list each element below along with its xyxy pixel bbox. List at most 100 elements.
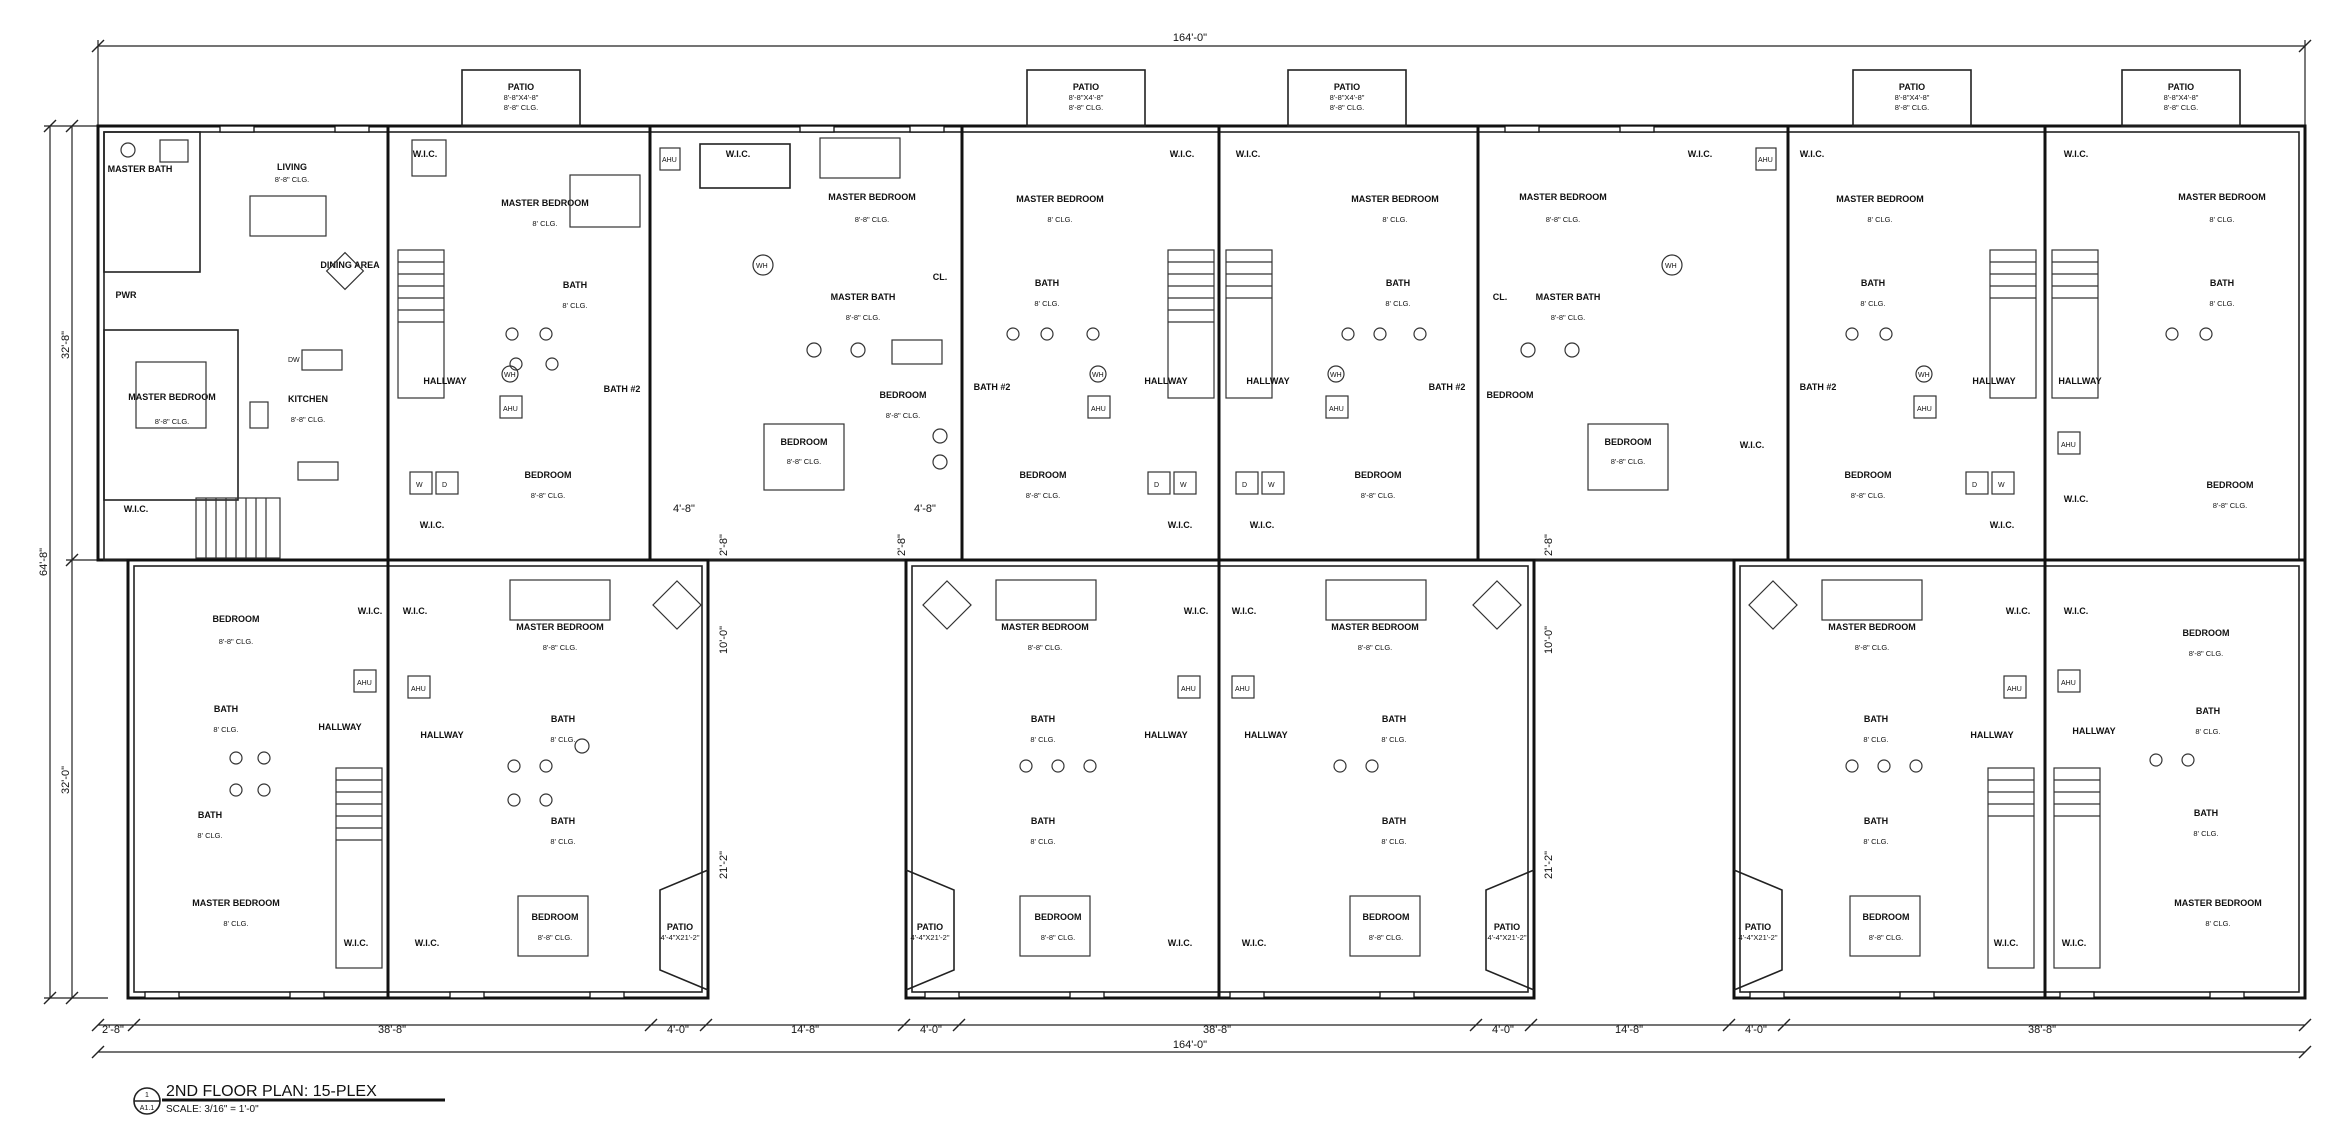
svg-text:8' CLG.: 8' CLG.: [1030, 837, 1055, 846]
unit-lower-1: BEDROOM 8'-8" CLG. W.I.C. AHU BATH 8' CL…: [192, 606, 383, 969]
svg-text:W.I.C.: W.I.C.: [1242, 938, 1267, 948]
svg-text:8'-8" CLG.: 8'-8" CLG.: [2164, 103, 2199, 112]
svg-text:8'-8" CLG.: 8'-8" CLG.: [1369, 933, 1404, 942]
top-overall-dimension: 164'-0": [91, 32, 2312, 125]
patio-5: PATIO 8'-8"X4'-8" 8'-8" CLG.: [2121, 69, 2241, 127]
svg-text:8'-8" CLG.: 8'-8" CLG.: [1869, 933, 1904, 942]
svg-text:BEDROOM: BEDROOM: [1605, 437, 1652, 447]
svg-text:CL.: CL.: [933, 272, 948, 282]
svg-text:4'-4"X21'-2": 4'-4"X21'-2": [660, 933, 699, 942]
unit-upper-3: AHU W.I.C. MASTER BEDROOM 8'-8" CLG. WH …: [659, 137, 948, 491]
svg-text:PWR: PWR: [116, 290, 137, 300]
top-patios: PATIO 8'-8"X4'-8" 8'-8" CLG. PATIO 8'-8"…: [461, 69, 2241, 127]
svg-text:W.I.C.: W.I.C.: [2062, 938, 2087, 948]
svg-text:MASTER BEDROOM: MASTER BEDROOM: [501, 198, 589, 208]
left-upper-dim-text: 32'-8": [60, 331, 72, 359]
svg-text:W.I.C.: W.I.C.: [1184, 606, 1209, 616]
svg-text:BEDROOM: BEDROOM: [532, 912, 579, 922]
svg-text:8' CLG.: 8' CLG.: [550, 837, 575, 846]
svg-text:AHU: AHU: [662, 157, 677, 164]
bottom-windows: [144, 991, 2245, 999]
svg-text:8'-8" CLG.: 8'-8" CLG.: [1546, 215, 1581, 224]
sheet-number: A1.1: [140, 1105, 155, 1112]
svg-text:W.I.C.: W.I.C.: [403, 606, 428, 616]
svg-text:PATIO: PATIO: [1899, 82, 1925, 92]
svg-text:MASTER BEDROOM: MASTER BEDROOM: [2178, 192, 2266, 202]
svg-text:W.I.C.: W.I.C.: [2064, 494, 2089, 504]
svg-text:8' CLG.: 8' CLG.: [1860, 299, 1885, 308]
bottom-dim-2: 38'-8": [378, 1024, 406, 1036]
svg-text:W.I.C.: W.I.C.: [1170, 149, 1195, 159]
svg-text:BATH #2: BATH #2: [1800, 382, 1837, 392]
svg-text:8' CLG.: 8' CLG.: [197, 831, 222, 840]
svg-text:HALLWAY: HALLWAY: [1244, 730, 1287, 740]
svg-text:WH: WH: [1330, 372, 1342, 379]
svg-text:8'-8" CLG.: 8'-8" CLG.: [1041, 933, 1076, 942]
svg-text:8' CLG.: 8' CLG.: [213, 725, 238, 734]
svg-text:HALLWAY: HALLWAY: [1246, 376, 1289, 386]
stair-lower-1: [335, 767, 383, 969]
svg-text:BEDROOM: BEDROOM: [213, 614, 260, 624]
svg-text:8' CLG.: 8' CLG.: [1381, 735, 1406, 744]
svg-text:W.I.C.: W.I.C.: [1232, 606, 1257, 616]
unit-upper-1: MASTER BATH LIVING 8'-8" CLG. DINING ARE…: [103, 131, 380, 559]
svg-text:PATIO: PATIO: [508, 82, 534, 92]
svg-text:8'-8" CLG.: 8'-8" CLG.: [1851, 491, 1886, 500]
svg-text:MASTER BEDROOM: MASTER BEDROOM: [1519, 192, 1607, 202]
svg-text:AHU: AHU: [2061, 442, 2076, 449]
stair-lower-5: [1987, 767, 2035, 969]
bottom-dim-10: 38'-8": [2028, 1024, 2056, 1036]
svg-text:8' CLG.: 8' CLG.: [2205, 919, 2230, 928]
svg-text:PATIO: PATIO: [917, 922, 943, 932]
svg-text:BEDROOM: BEDROOM: [1020, 470, 1067, 480]
svg-text:W.I.C.: W.I.C.: [1994, 938, 2019, 948]
svg-text:W.I.C.: W.I.C.: [1800, 149, 1825, 159]
svg-text:KITCHEN: KITCHEN: [288, 394, 328, 404]
svg-text:BATH: BATH: [1861, 278, 1885, 288]
stair-unit-8: [2051, 249, 2099, 399]
svg-text:BATH: BATH: [1386, 278, 1410, 288]
unit-upper-2: W.I.C. MASTER BEDROOM 8' CLG. BATH 8' CL…: [397, 139, 641, 530]
svg-text:8' CLG.: 8' CLG.: [1863, 837, 1888, 846]
svg-text:PATIO: PATIO: [2168, 82, 2194, 92]
svg-text:HALLWAY: HALLWAY: [2058, 376, 2101, 386]
svg-text:8' CLG.: 8' CLG.: [550, 735, 575, 744]
patio-4: PATIO 8'-8"X4'-8" 8'-8" CLG.: [1852, 69, 1972, 127]
bottom-dim-8: 14'-8": [1615, 1024, 1643, 1036]
svg-text:BATH: BATH: [551, 714, 575, 724]
svg-text:AHU: AHU: [411, 686, 426, 693]
svg-text:8' CLG.: 8' CLG.: [532, 219, 557, 228]
svg-text:8'-8" CLG.: 8'-8" CLG.: [787, 457, 822, 466]
svg-text:8'-8"X4'-8": 8'-8"X4'-8": [1330, 93, 1365, 102]
svg-text:8'-8" CLG.: 8'-8" CLG.: [1855, 643, 1890, 652]
stair-unit-4: [1167, 249, 1215, 399]
svg-text:HALLWAY: HALLWAY: [318, 722, 361, 732]
svg-text:8'-8" CLG.: 8'-8" CLG.: [1330, 103, 1365, 112]
unit-lower-6: W.I.C. BEDROOM 8'-8" CLG. AHU BATH 8' CL…: [2053, 606, 2262, 969]
svg-text:8'-8" CLG.: 8'-8" CLG.: [1028, 643, 1063, 652]
bottom-dim-9: 4'-0": [1745, 1024, 1767, 1036]
svg-text:W.I.C.: W.I.C.: [415, 938, 440, 948]
svg-text:4'-4"X21'-2": 4'-4"X21'-2": [1738, 933, 1777, 942]
stair-unit-1: [195, 497, 281, 559]
svg-text:8' CLG.: 8' CLG.: [1381, 837, 1406, 846]
svg-text:W.I.C.: W.I.C.: [726, 149, 751, 159]
svg-text:8' CLG.: 8' CLG.: [1382, 215, 1407, 224]
svg-text:LIVING: LIVING: [277, 162, 307, 172]
svg-text:D: D: [1242, 482, 1247, 489]
svg-text:BEDROOM: BEDROOM: [880, 390, 927, 400]
svg-text:8' CLG.: 8' CLG.: [1867, 215, 1892, 224]
svg-text:MASTER BEDROOM: MASTER BEDROOM: [516, 622, 604, 632]
svg-text:W.I.C.: W.I.C.: [1740, 440, 1765, 450]
svg-text:2'-8": 2'-8": [718, 534, 730, 556]
svg-text:DINING AREA: DINING AREA: [320, 260, 380, 270]
svg-text:4'-4"X21'-2": 4'-4"X21'-2": [1487, 933, 1526, 942]
svg-text:BATH: BATH: [2196, 706, 2220, 716]
svg-text:MASTER BATH: MASTER BATH: [108, 164, 173, 174]
svg-text:HALLWAY: HALLWAY: [420, 730, 463, 740]
svg-text:WH: WH: [504, 372, 516, 379]
svg-text:HALLWAY: HALLWAY: [423, 376, 466, 386]
unit-upper-5: W.I.C. MASTER BEDROOM 8' CLG. BATH 8' CL…: [1225, 149, 1465, 530]
svg-text:8'-8" CLG.: 8'-8" CLG.: [219, 637, 254, 646]
svg-text:BATH: BATH: [1031, 714, 1055, 724]
